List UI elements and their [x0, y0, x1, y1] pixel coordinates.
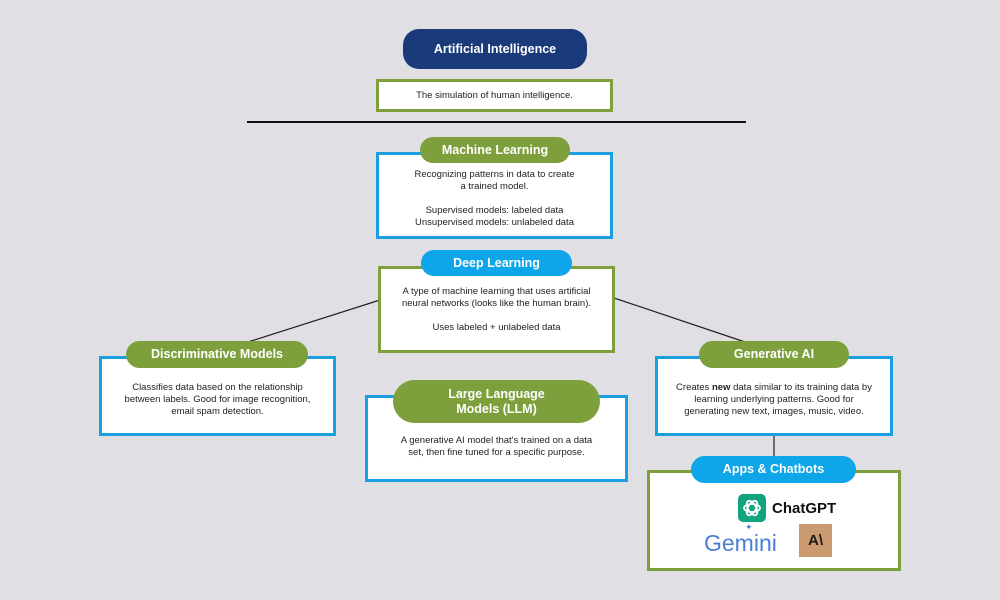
- connector-dl-gen: [613, 297, 746, 343]
- ml-title: Machine Learning: [441, 142, 549, 157]
- llm-desc: A generative AI model that's trained on …: [400, 435, 593, 458]
- llm-title-pill: Large Language Models (LLM): [393, 380, 600, 423]
- gemini-logo: ✦ Gemini: [704, 522, 777, 557]
- disc-title: Discriminative Models: [151, 347, 283, 361]
- disc-title-pill: Discriminative Models: [126, 341, 308, 368]
- anthropic-logo: A\: [799, 524, 832, 557]
- gen-title-pill: Generative AI: [699, 341, 849, 368]
- gemini-sparkle-icon: ✦: [745, 522, 753, 532]
- anthropic-icon: A\: [799, 524, 832, 557]
- apps-title: Apps & Chatbots: [722, 462, 825, 476]
- apps-title-pill: Apps & Chatbots: [691, 456, 856, 483]
- ai-title: Artificial Intelligence: [433, 41, 557, 56]
- apps-box: [647, 470, 901, 571]
- chatgpt-icon: [738, 494, 766, 522]
- llm-title: Large Language Models (LLM): [448, 386, 545, 416]
- ml-title-pill: Machine Learning: [420, 137, 570, 163]
- disc-desc: Classifies data based on the relationshi…: [124, 382, 311, 417]
- chatgpt-label: ChatGPT: [772, 499, 837, 517]
- ai-title-pill: Artificial Intelligence: [403, 29, 587, 69]
- dl-desc: A type of machine learning that uses art…: [401, 286, 592, 333]
- gen-desc-box: Creates new data similar to its training…: [655, 356, 893, 436]
- gemini-label: Gemini: [704, 530, 777, 556]
- ai-desc: The simulation of human intelligence.: [416, 90, 573, 101]
- dl-title: Deep Learning: [453, 255, 540, 270]
- ai-desc-box: The simulation of human intelligence.: [376, 79, 613, 112]
- dl-title-pill: Deep Learning: [421, 250, 572, 276]
- chatgpt-logo: ChatGPT: [738, 494, 836, 522]
- ml-desc-box: Recognizing patterns in data to create a…: [376, 152, 613, 239]
- ml-desc: Recognizing patterns in data to create a…: [414, 169, 575, 228]
- dl-desc-box: A type of machine learning that uses art…: [378, 266, 615, 353]
- disc-desc-box: Classifies data based on the relationshi…: [99, 356, 336, 436]
- gen-desc: Creates new data similar to its training…: [676, 382, 872, 417]
- gen-title: Generative AI: [733, 347, 815, 361]
- gen-desc-emphasis: new: [711, 382, 731, 393]
- anthropic-label: A\: [808, 532, 823, 549]
- connector-dl-disc: [247, 299, 381, 343]
